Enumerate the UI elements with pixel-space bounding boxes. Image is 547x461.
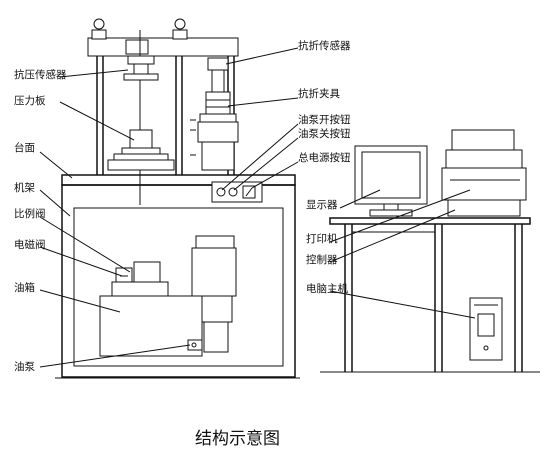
label-bending-sensor: 抗折传感器	[298, 39, 351, 52]
label-pump-stop-button: 油泵关按钮	[298, 127, 351, 140]
label-proportional-valve: 比例阀	[14, 207, 46, 220]
label-pump-start-button: 油泵开按钮	[298, 113, 351, 126]
computer-desk	[329, 129, 531, 372]
label-controller: 控制器	[306, 253, 338, 266]
label-table-top: 台面	[14, 141, 35, 154]
label-pc-host: 电脑主机	[306, 282, 348, 295]
leader-lines	[39, 47, 476, 368]
label-printer: 打印机	[306, 232, 338, 245]
diagram-caption: 结构示意图	[195, 429, 280, 449]
label-pump: 油泵	[14, 360, 35, 373]
label-compression-sensor: 抗压传感器	[14, 68, 67, 81]
label-pressure-plate: 压力板	[14, 94, 46, 107]
label-bending-fixture: 抗折夹具	[298, 87, 340, 100]
machine-body	[61, 174, 296, 378]
label-monitor: 显示器	[306, 199, 338, 211]
label-solenoid-valve: 电磁阀	[14, 238, 46, 251]
label-tank: 油箱	[14, 281, 35, 294]
label-power-switch: 总电源按钮	[298, 151, 351, 164]
load-frame	[87, 18, 239, 205]
label-frame: 机架	[14, 181, 35, 194]
